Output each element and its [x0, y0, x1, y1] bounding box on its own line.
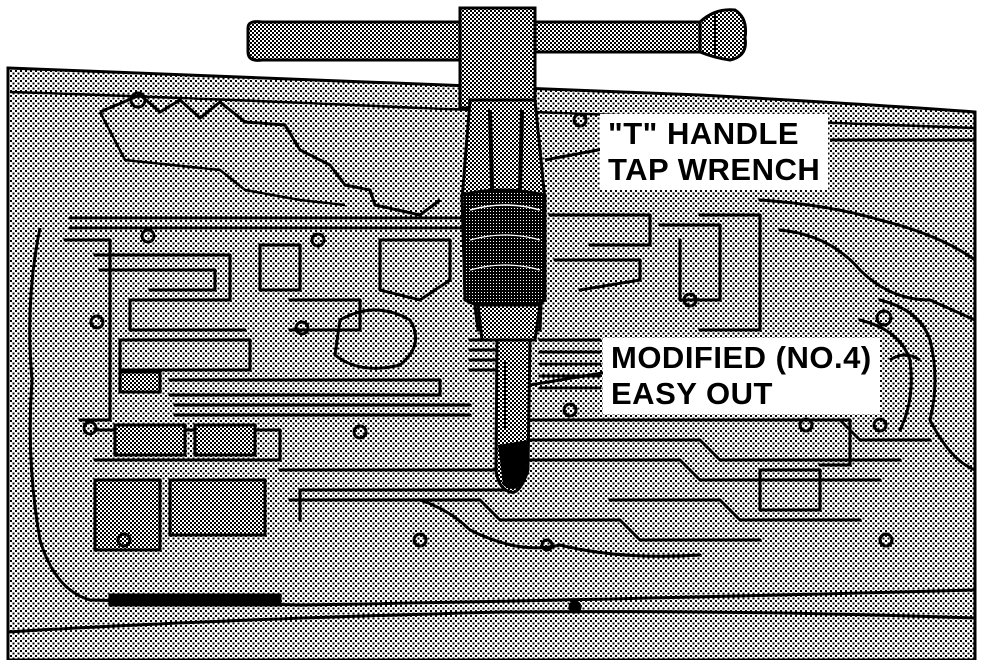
- bolt-holes: [82, 91, 894, 614]
- valve-cavities: [93, 370, 282, 607]
- casting-bottom-edge: [7, 610, 976, 634]
- easy-out-label-line1: MODIFIED (NO.4): [611, 340, 872, 375]
- easy-out-extractor: [494, 338, 532, 494]
- easy-out-label-line2: EASY OUT: [611, 376, 773, 411]
- worm-tracks: [63, 198, 977, 558]
- casting-zigzag: [99, 93, 441, 217]
- tap-wrench-label-line1: "T" HANDLE: [608, 116, 800, 151]
- casting-left-edge: [28, 227, 976, 607]
- casting-left-step: [98, 111, 346, 207]
- tap-wrench-label-line2: TAP WRENCH: [608, 152, 821, 187]
- tap-wrench-label: "T" HANDLE TAP WRENCH: [600, 114, 829, 190]
- t-handle-tap-wrench: [246, 6, 747, 342]
- easy-out-label: MODIFIED (NO.4) EASY OUT: [603, 338, 880, 414]
